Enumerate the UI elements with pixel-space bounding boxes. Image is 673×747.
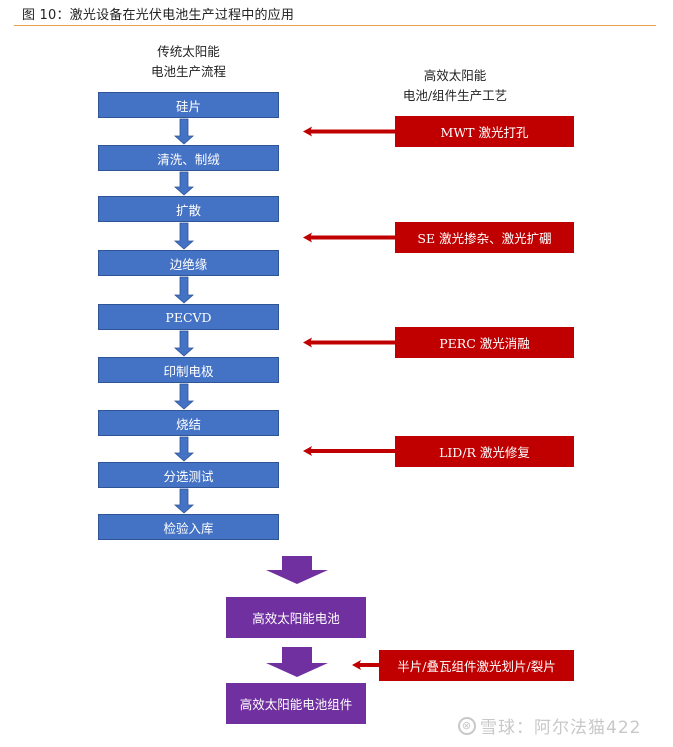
flow-down-arrow: [173, 330, 195, 357]
process-label: SE 激光掺杂、激光扩硼: [417, 231, 552, 246]
flow-down-arrow: [173, 383, 195, 410]
step-label: 分选测试: [163, 468, 214, 484]
step-box-diffusion: 扩散: [98, 196, 279, 222]
output-down-arrow: [266, 556, 328, 584]
step-box-sorting-testing: 分选测试: [98, 462, 279, 488]
laser-process-lidr-repair: LID/R 激光修复: [395, 436, 574, 467]
process-label: MWT 激光打孔: [440, 125, 529, 140]
step-label: 烧结: [175, 416, 201, 432]
step-label: 扩散: [175, 202, 201, 218]
laser-arrow-shaft: [309, 449, 395, 453]
output-high-efficiency-module: 高效太阳能电池组件: [226, 683, 366, 724]
step-label: 清洗、制绒: [157, 151, 220, 167]
left-column-header: 传统太阳能 电池生产流程: [98, 42, 279, 82]
step-box-cleaning-texturing: 清洗、制绒: [98, 145, 279, 171]
snowball-logo-icon: ⊗: [458, 716, 476, 735]
laser-process-se-doping: SE 激光掺杂、激光扩硼: [395, 222, 574, 253]
output-label: 高效太阳能电池组件: [239, 697, 353, 712]
right-header-line2: 电池/组件生产工艺: [402, 88, 508, 103]
step-label: 边绝缘: [169, 256, 208, 272]
step-label: 检验入库: [163, 520, 214, 536]
laser-process-mwt-drilling: MWT 激光打孔: [395, 116, 574, 147]
laser-arrow-head: [303, 232, 312, 243]
laser-arrow-head: [303, 446, 312, 456]
step-box-print-electrode: 印制电极: [98, 357, 279, 383]
laser-arrow-head: [352, 660, 361, 670]
output-label: 高效太阳能电池: [252, 611, 340, 626]
figure-title: 图 10：激光设备在光伏电池生产过程中的应用: [22, 8, 295, 23]
step-box-edge-isolation: 边绝缘: [98, 250, 279, 276]
flow-down-arrow: [173, 222, 195, 250]
left-header-line1: 传统太阳能: [157, 44, 220, 59]
step-label: 硅片: [175, 98, 201, 114]
flow-down-arrow: [173, 436, 195, 462]
step-box-inspection-storage: 检验入库: [98, 514, 279, 540]
process-label: PERC 激光消融: [439, 336, 530, 351]
laser-process-module-scribing: 半片/叠瓦组件激光划片/裂片: [379, 650, 574, 681]
laser-arrow-head: [303, 337, 312, 348]
output-high-efficiency-cell: 高效太阳能电池: [226, 597, 366, 638]
flow-down-arrow: [173, 488, 195, 514]
laser-arrow-shaft: [309, 340, 395, 345]
right-column-header: 高效太阳能 电池/组件生产工艺: [365, 66, 545, 106]
laser-arrow-head: [303, 126, 312, 137]
laser-arrow-shaft: [309, 235, 395, 240]
laser-process-perc-ablation: PERC 激光消融: [395, 327, 574, 358]
left-header-line2: 电池生产流程: [150, 64, 226, 79]
right-header-line1: 高效太阳能: [423, 68, 487, 83]
step-box-silicon-wafer: 硅片: [98, 92, 279, 118]
flow-down-arrow: [173, 171, 195, 196]
process-label: 半片/叠瓦组件激光划片/裂片: [397, 659, 556, 674]
title-divider: [14, 25, 656, 26]
step-box-pecvd: PECVD: [98, 304, 279, 330]
laser-arrow-shaft: [309, 129, 395, 134]
watermark: ⊗ 雪球：阿尔法猫422: [458, 713, 641, 738]
step-label: PECVD: [165, 309, 212, 325]
step-box-sintering: 烧结: [98, 410, 279, 436]
step-label: 印制电极: [163, 363, 214, 379]
flow-down-arrow: [173, 118, 195, 145]
flow-down-arrow: [173, 276, 195, 304]
process-label: LID/R 激光修复: [439, 445, 530, 460]
laser-arrow-shaft: [358, 663, 379, 667]
watermark-text: 雪球：阿尔法猫422: [480, 718, 642, 738]
output-down-arrow: [266, 647, 328, 677]
